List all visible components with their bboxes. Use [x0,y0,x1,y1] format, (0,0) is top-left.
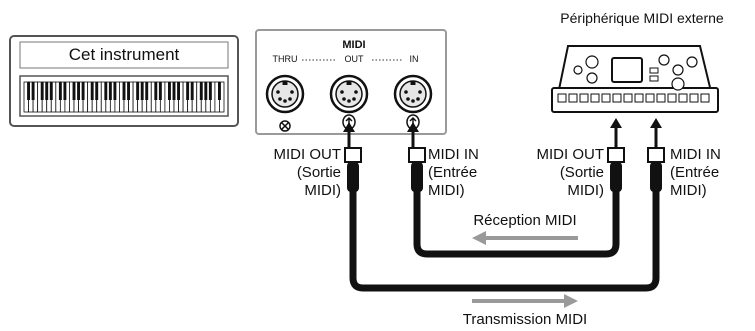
black-key [140,82,144,100]
device-button-icon [678,93,688,103]
device-button-icon [612,93,622,103]
black-key [190,82,194,100]
black-key [113,82,117,100]
midi-panel-title: MIDI [342,39,366,51]
black-key [204,82,208,100]
in-port-label: IN [409,54,419,64]
instrument-illustration [9,35,239,127]
device-button-icon [689,93,699,103]
device-button-icon [634,93,644,103]
reception-label: Réception MIDI [473,212,577,229]
device-button-icon [645,93,655,103]
black-key [154,82,158,100]
instrument-out-label: MIDI OUT (Sortie MIDI) [273,146,342,199]
black-key [172,82,176,100]
black-key [186,82,190,100]
in-port-icon [393,74,433,114]
black-key [136,82,140,100]
black-key [90,82,94,100]
black-key [208,82,212,100]
thru-port-label: THRU [272,54,298,64]
device-button-icon [656,93,666,103]
device-button-icon [601,93,611,103]
black-key [145,82,149,100]
black-key [45,82,49,100]
device-button-icon [557,93,567,103]
black-key [95,82,99,100]
instrument-in-label: MIDI IN (Entrée MIDI) [428,146,479,199]
black-key [40,82,44,100]
black-key [58,82,62,100]
device-button-row [557,93,710,103]
piano-keyboard [23,81,225,113]
device-button-icon [579,93,589,103]
black-key [31,82,35,100]
device-button-icon [700,93,710,103]
device-button-icon [590,93,600,103]
external-out-label: MIDI OUT (Sortie MIDI) [536,146,605,199]
black-key [49,82,53,100]
black-key [168,82,171,100]
black-key [63,82,67,100]
black-key [108,82,112,100]
black-key [218,82,221,100]
external-in-plug-icon [647,118,665,192]
black-key [122,82,126,100]
instrument-out-plug-icon [343,122,362,192]
instrument-label: Cet instrument [68,45,180,64]
black-key [158,82,162,100]
black-key [81,82,85,100]
black-key [72,82,76,100]
black-key [199,82,203,100]
transmission-label: Transmission MIDI [462,311,588,328]
black-key [77,82,80,100]
external-in-label: MIDI IN (Entrée MIDI) [670,146,721,199]
device-button-icon [667,93,677,103]
out-port-label: OUT [344,54,364,64]
black-key [27,82,30,100]
cables [349,184,660,292]
device-button-icon [568,93,578,103]
instrument-in-plug-icon [407,122,426,192]
black-key [177,82,180,100]
external-out-plug-icon [607,118,625,192]
thru-port-icon [265,74,305,114]
external-device-illustration [551,45,719,113]
no-connection-icon [279,120,291,132]
out-port-icon [329,74,369,114]
black-key [127,82,130,100]
device-button-icon [623,93,633,103]
black-key [104,82,108,100]
external-device-label: Périphérique MIDI externe [560,10,724,26]
reception-arrow-icon [472,231,578,245]
transmission-arrow-icon [472,294,578,308]
